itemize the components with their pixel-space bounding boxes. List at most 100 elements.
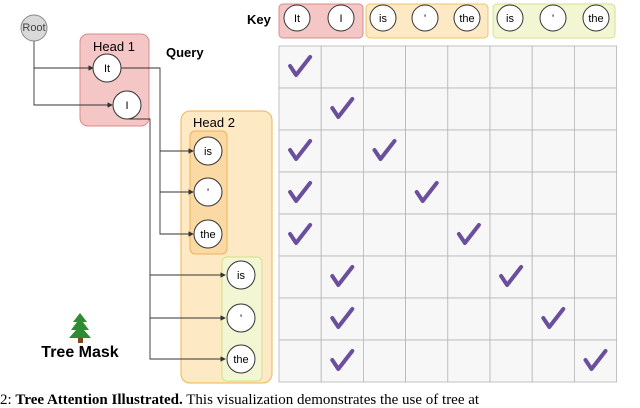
mask-cell	[278, 87, 322, 131]
svg-text:': '	[240, 313, 242, 325]
mask-cell	[574, 87, 618, 131]
mask-cell	[320, 129, 364, 173]
key-group-head2b: is ' the	[492, 3, 616, 39]
check-mark-icon	[330, 349, 355, 371]
mask-cell	[489, 129, 533, 173]
svg-text:I: I	[125, 100, 128, 112]
mask-cell	[405, 45, 449, 89]
mask-cell	[489, 339, 533, 383]
svg-text:It: It	[104, 63, 110, 75]
caption-prefix: 2:	[0, 392, 12, 408]
mask-cell	[531, 171, 575, 215]
mask-cell	[531, 129, 575, 173]
mask-cell	[447, 255, 491, 299]
check-mark-icon	[499, 265, 524, 287]
svg-text:the: the	[200, 229, 215, 241]
svg-text:the: the	[459, 13, 474, 25]
mask-cell	[574, 45, 618, 89]
mask-cell	[489, 171, 533, 215]
check-mark-icon	[583, 349, 608, 371]
check-mark-icon	[541, 307, 566, 329]
mask-cell	[447, 171, 491, 215]
mask-cell	[489, 45, 533, 89]
mask-cell	[574, 255, 618, 299]
svg-text:': '	[552, 13, 554, 25]
mask-cell	[531, 255, 575, 299]
mask-cell	[405, 129, 449, 173]
mask-cell	[447, 297, 491, 341]
mask-cell	[405, 297, 449, 341]
mask-cell	[405, 255, 449, 299]
mask-cell	[489, 213, 533, 257]
mask-cell	[362, 297, 406, 341]
head2b-node-apostrophe: '	[226, 303, 256, 333]
root-node	[20, 14, 48, 42]
query-label: Query	[166, 45, 204, 60]
caption-text: This visualization demonstrates the use …	[182, 392, 480, 408]
head2b-node-is: is	[226, 260, 256, 290]
mask-cell	[320, 213, 364, 257]
mask-cell	[531, 213, 575, 257]
head2b-node-the: the	[226, 344, 256, 374]
tree-icon	[69, 313, 91, 343]
mask-cell	[574, 297, 618, 341]
head2-node-is: is	[193, 136, 223, 166]
mask-cell	[320, 171, 364, 215]
check-mark-icon	[330, 307, 355, 329]
figure-caption: 2: Tree Attention Illustrated. This visu…	[0, 392, 640, 408]
head2-node-the: the	[193, 219, 223, 249]
check-mark-icon	[288, 55, 313, 77]
mask-grid	[278, 45, 618, 383]
mask-cell	[574, 129, 618, 173]
head1-node-it: It	[92, 53, 122, 83]
root-label: Root	[22, 22, 45, 34]
check-mark-icon	[372, 139, 397, 161]
mask-cell	[531, 87, 575, 131]
mask-cell	[362, 45, 406, 89]
key-label: Key	[247, 12, 272, 27]
svg-text:the: the	[588, 13, 603, 25]
key-group-head2: is ' the	[365, 3, 489, 39]
tree-edges	[33, 41, 226, 362]
mask-cell	[489, 87, 533, 131]
svg-text:': '	[424, 13, 426, 25]
svg-text:I: I	[339, 13, 342, 25]
head2-label: Head 2	[193, 115, 235, 130]
svg-text:is: is	[379, 13, 387, 25]
mask-cell	[447, 45, 491, 89]
mask-cell	[574, 213, 618, 257]
mask-cell	[362, 213, 406, 257]
check-mark-icon	[330, 265, 355, 287]
mask-cell	[405, 213, 449, 257]
mask-cell	[362, 339, 406, 383]
head1-label: Head 1	[93, 39, 135, 54]
mask-cell	[531, 45, 575, 89]
head2-node-apostrophe: '	[193, 177, 223, 207]
mask-cell	[362, 171, 406, 215]
mask-cell	[278, 339, 322, 383]
svg-text:is: is	[506, 13, 514, 25]
mask-cell	[531, 339, 575, 383]
check-mark-icon	[456, 223, 481, 245]
mask-cell	[362, 87, 406, 131]
mask-cell	[405, 339, 449, 383]
mask-cell	[447, 339, 491, 383]
svg-text:It: It	[294, 13, 300, 25]
svg-text:is: is	[204, 146, 212, 158]
mask-cell	[278, 255, 322, 299]
mask-cell	[447, 87, 491, 131]
mask-cell	[278, 297, 322, 341]
svg-text:the: the	[233, 354, 248, 366]
mask-cell	[447, 129, 491, 173]
head1-node-i: I	[112, 90, 142, 120]
check-mark-icon	[414, 181, 439, 203]
mask-cell	[574, 171, 618, 215]
check-mark-icon	[330, 97, 355, 119]
mask-cell	[405, 87, 449, 131]
svg-text:': '	[207, 187, 209, 199]
mask-cell	[489, 297, 533, 341]
check-mark-icon	[288, 139, 313, 161]
tree-mask-label: Tree Mask	[41, 344, 118, 361]
mask-cell	[362, 255, 406, 299]
